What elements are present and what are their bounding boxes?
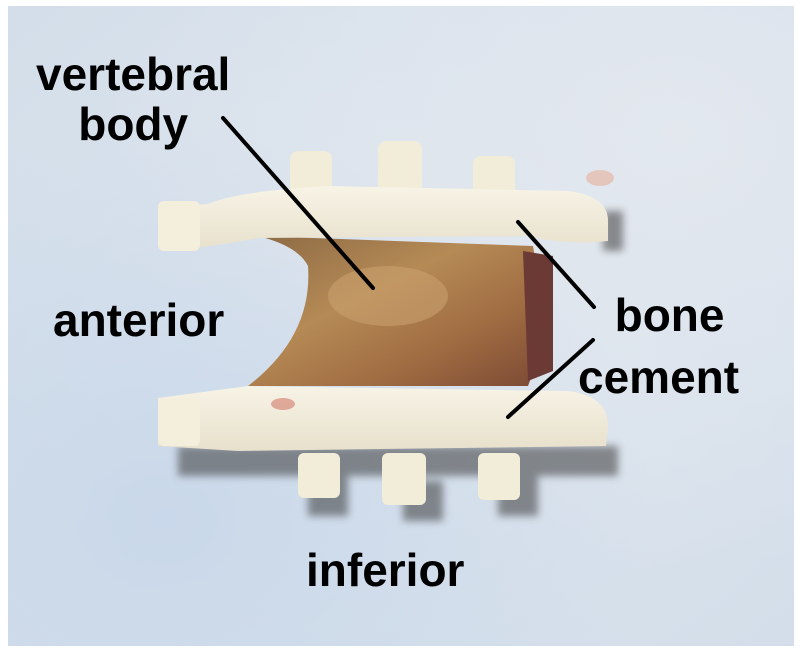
bone-cement-pointer-top xyxy=(516,220,596,309)
label-vertebral-body: vertebral body xyxy=(36,50,230,148)
top-cement-plate xyxy=(163,186,608,251)
vertebral-body-pointer xyxy=(221,116,375,290)
bottom-pegs xyxy=(298,453,520,505)
label-body-line2: body xyxy=(78,98,189,150)
label-bone-cement: bone cement xyxy=(578,289,739,401)
pointer-lines xyxy=(221,116,596,419)
label-bone-line1: bone xyxy=(614,289,725,341)
photo-frame: vertebral body anterior bone cement infe… xyxy=(8,6,794,646)
label-anterior: anterior xyxy=(53,294,225,346)
label-cement-line2: cement xyxy=(578,351,740,403)
bottom-cement-plate xyxy=(158,386,608,451)
bone-cement-pointer-bottom xyxy=(506,338,595,419)
label-inferior: inferior xyxy=(306,544,465,596)
label-vertebral-line1: vertebral xyxy=(36,48,231,100)
specimen-photo xyxy=(158,116,623,521)
